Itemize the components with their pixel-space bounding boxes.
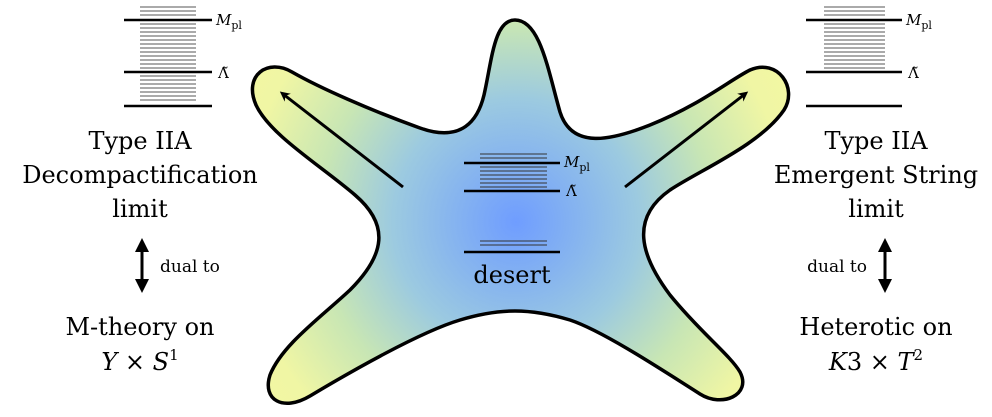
- landscape-star: [250, 18, 791, 405]
- right-dual-line1: Heterotic on: [799, 313, 952, 341]
- right-dual-arrow-top: [878, 238, 892, 252]
- center-spectrum: Mpl Λ̃ desert: [464, 153, 590, 289]
- desert-label: desert: [473, 261, 551, 289]
- left-dual-arrow-bottom: [135, 279, 149, 293]
- center-lambda-label: Λ̃: [565, 182, 577, 200]
- right-thin-lines: [824, 6, 885, 69]
- right-mpl-label: Mpl: [905, 11, 932, 32]
- left-title-line2: Decompactification: [22, 161, 258, 189]
- center-mpl-label: Mpl: [563, 153, 590, 174]
- left-dual-line2: Y × S1: [101, 346, 178, 376]
- left-spectrum: Mpl Λ̃: [124, 6, 242, 108]
- right-dual-label: dual to: [807, 257, 867, 277]
- left-lambda-label: Λ̃: [217, 64, 229, 82]
- left-dual-arrow-top: [135, 238, 149, 252]
- arrow-to-emergent-string: [624, 91, 749, 189]
- left-title-line3: limit: [112, 195, 168, 223]
- right-dual-line2: K3 × T2: [828, 346, 923, 376]
- right-lambda-label: Λ̃: [907, 64, 919, 82]
- arrow-to-decompactification: [279, 91, 404, 189]
- right-title-line1: Type IIA: [824, 127, 928, 155]
- right-spectrum: Mpl Λ̃: [806, 6, 932, 108]
- right-text-block: Type IIA Emergent String limit: [774, 127, 978, 223]
- left-dual-line1: M-theory on: [65, 313, 214, 341]
- left-text-block: Type IIA Decompactification limit: [22, 127, 258, 223]
- center-thin-lines: [480, 153, 547, 246]
- left-mpl-label: Mpl: [215, 11, 242, 32]
- left-dual-label: dual to: [160, 257, 220, 277]
- right-title-line3: limit: [848, 195, 904, 223]
- left-title-line1: Type IIA: [88, 127, 192, 155]
- right-title-line2: Emergent String: [774, 161, 978, 189]
- left-thin-lines: [140, 6, 196, 101]
- right-dual-arrow-bottom: [878, 279, 892, 293]
